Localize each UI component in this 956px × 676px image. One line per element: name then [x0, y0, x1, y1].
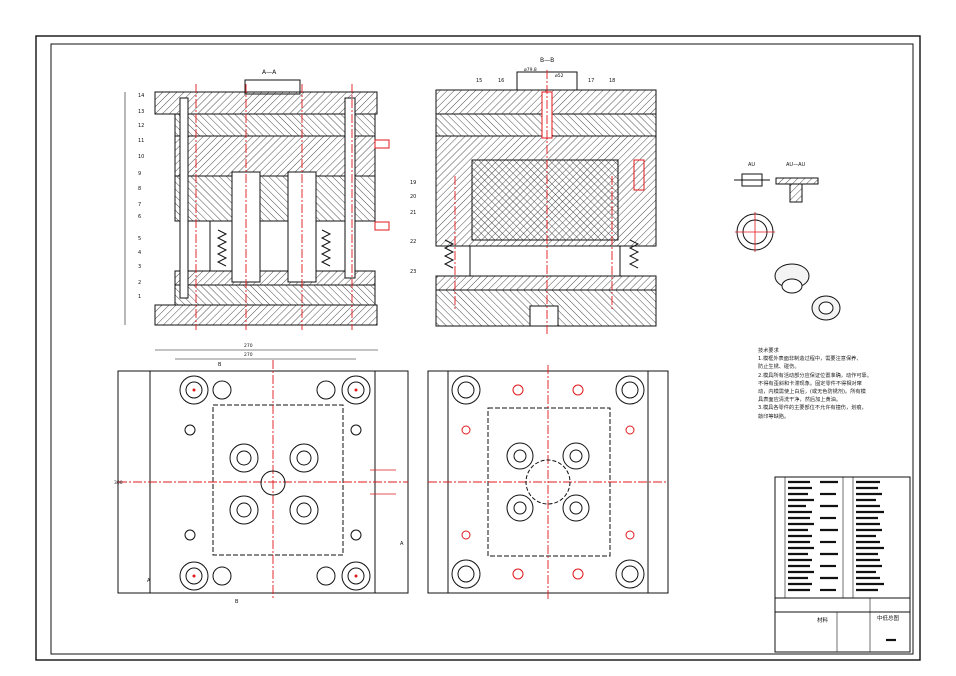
detail-views: AU AU—AU [734, 162, 841, 321]
drawing-title: 中低总图 [877, 614, 900, 622]
part-no: 14 [138, 93, 144, 99]
part-no: 21 [410, 210, 416, 216]
part-no: 1 [138, 294, 141, 300]
side-dim: 300 [114, 480, 123, 486]
bb-label: B—B [540, 57, 554, 64]
notes-line: 1.模框外表面非制造过程中，需要注意保养、 [758, 356, 862, 363]
notes-line: 2.模具所有活动部分应保证位置准确，动作可靠。 [758, 372, 872, 379]
plan-view-left: 270 270 300 A A B [114, 343, 409, 605]
part-no: 2 [138, 280, 141, 286]
dim-mid: 270 [244, 352, 253, 358]
part-no: 7 [138, 202, 141, 208]
aa-part-numbers: 14 13 12 11 10 9 8 7 6 5 4 3 2 1 [138, 93, 144, 300]
title-block: 材料 中低总图 [774, 476, 911, 653]
part-no: 20 [410, 194, 416, 200]
notes-line: 3.模具各零件的主要部位不允许有撞伤，划痕， [758, 405, 867, 412]
part-no: 23 [410, 269, 416, 275]
part-no: 15 [476, 78, 482, 84]
detail-marker: AU [748, 162, 755, 168]
bb-dim: ø79.8 [524, 67, 537, 73]
section-aa: A—A [124, 69, 390, 330]
cut-b-top: B [218, 362, 222, 368]
section-bb: B—B ø79.8 ø52 [435, 57, 657, 335]
part-no: 17 [588, 78, 594, 84]
inner-frame [50, 43, 914, 655]
cut-a-left: A [147, 578, 151, 584]
part-no: 22 [410, 239, 416, 245]
part-no: 13 [138, 109, 144, 115]
part-no: 10 [138, 154, 144, 160]
plan-view-right [427, 365, 669, 600]
part-no: 12 [138, 123, 144, 129]
part-no: 9 [138, 171, 141, 177]
notes-line: 动，内模需使上白后，(或无色防锈剂)。所有模 [758, 389, 866, 396]
notes-line: 防止生锈、碰伤。 [758, 364, 800, 371]
notes-line: 敲印等缺陷。 [758, 413, 790, 420]
material-label: 材料 [817, 616, 829, 624]
part-no: 3 [138, 264, 141, 270]
notes-line: 具表面应清洗干净，然后加上黄油。 [758, 397, 842, 404]
cut-b-bottom: B [235, 599, 239, 605]
part-no: 11 [138, 138, 144, 144]
part-no: 18 [609, 78, 615, 84]
dim-top: 270 [244, 343, 253, 349]
aa-label: A—A [262, 69, 277, 76]
outer-frame [35, 35, 921, 661]
part-no: 16 [498, 78, 504, 84]
notes-line: 不得有歪斜和卡滞现象。固定零件不得相对窜 [758, 380, 862, 387]
bb-part-numbers: 15 16 17 18 19 20 21 22 23 [410, 78, 615, 275]
part-no: 4 [138, 250, 141, 256]
notes-heading: 技术要求 [758, 348, 779, 354]
technical-notes: 技术要求 1.模框外表面非制造过程中，需要注意保养、 防止生锈、碰伤。 2.模具… [758, 347, 918, 421]
part-no: 19 [410, 180, 416, 186]
detail-label: AU—AU [786, 162, 806, 168]
bb-dim2: ø52 [555, 73, 564, 79]
part-no: 8 [138, 186, 141, 192]
part-no: 6 [138, 214, 141, 220]
cut-a-right: A [400, 541, 404, 547]
part-no: 5 [138, 236, 141, 242]
